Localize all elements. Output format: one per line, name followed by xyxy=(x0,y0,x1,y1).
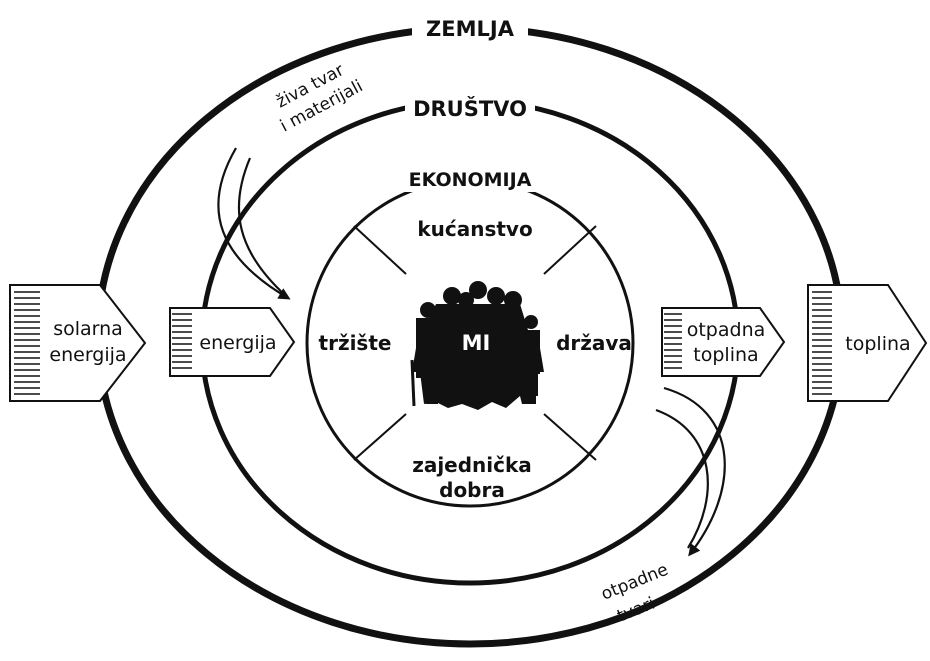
waste-heat-label-line2: toplina xyxy=(693,344,758,366)
heat-label: toplina xyxy=(845,333,910,355)
divider-top-left xyxy=(353,225,407,275)
society-label: DRUŠTVO xyxy=(413,96,527,121)
solar-energy-label-line1: solarna xyxy=(53,318,123,340)
waste-matter-arrow-outer xyxy=(663,386,726,557)
economy-label-bg xyxy=(405,164,535,192)
heat-hatching xyxy=(812,291,832,395)
living-matter-arrow-inner xyxy=(237,157,287,297)
waste-heat-hatching xyxy=(664,313,682,369)
living-matter-arrow-outer xyxy=(217,147,291,300)
heat-arrow xyxy=(807,284,928,402)
energy-label: energija xyxy=(199,332,276,354)
waste-matter-arrow-inner xyxy=(655,408,709,549)
sector-commons-line2: dobra xyxy=(439,478,505,502)
solar-energy-arrow xyxy=(9,284,147,402)
center-label: MI xyxy=(462,331,491,355)
solar-energy-hatching xyxy=(14,291,40,395)
sector-state: država xyxy=(556,331,632,355)
sector-household: kućanstvo xyxy=(417,217,532,241)
energy-hatching xyxy=(172,313,192,369)
solar-energy-label-line2: energija xyxy=(49,344,126,366)
people-group-silhouette-icon xyxy=(410,281,544,410)
divider-bottom-right xyxy=(543,413,597,461)
sector-market: tržište xyxy=(319,331,392,355)
earth-label: ZEMLJA xyxy=(426,17,515,41)
economy-label: EKONOMIJA xyxy=(409,169,532,191)
energy-arrow xyxy=(169,307,296,377)
sector-commons-line1: zajednička xyxy=(412,453,532,477)
waste-heat-label-line1: otpadna xyxy=(687,319,766,341)
divider-top-right xyxy=(543,225,597,275)
divider-bottom-left xyxy=(353,413,407,461)
waste-heat-arrow xyxy=(661,307,786,377)
earth-label-bg xyxy=(412,13,528,43)
society-label-bg xyxy=(405,93,535,123)
